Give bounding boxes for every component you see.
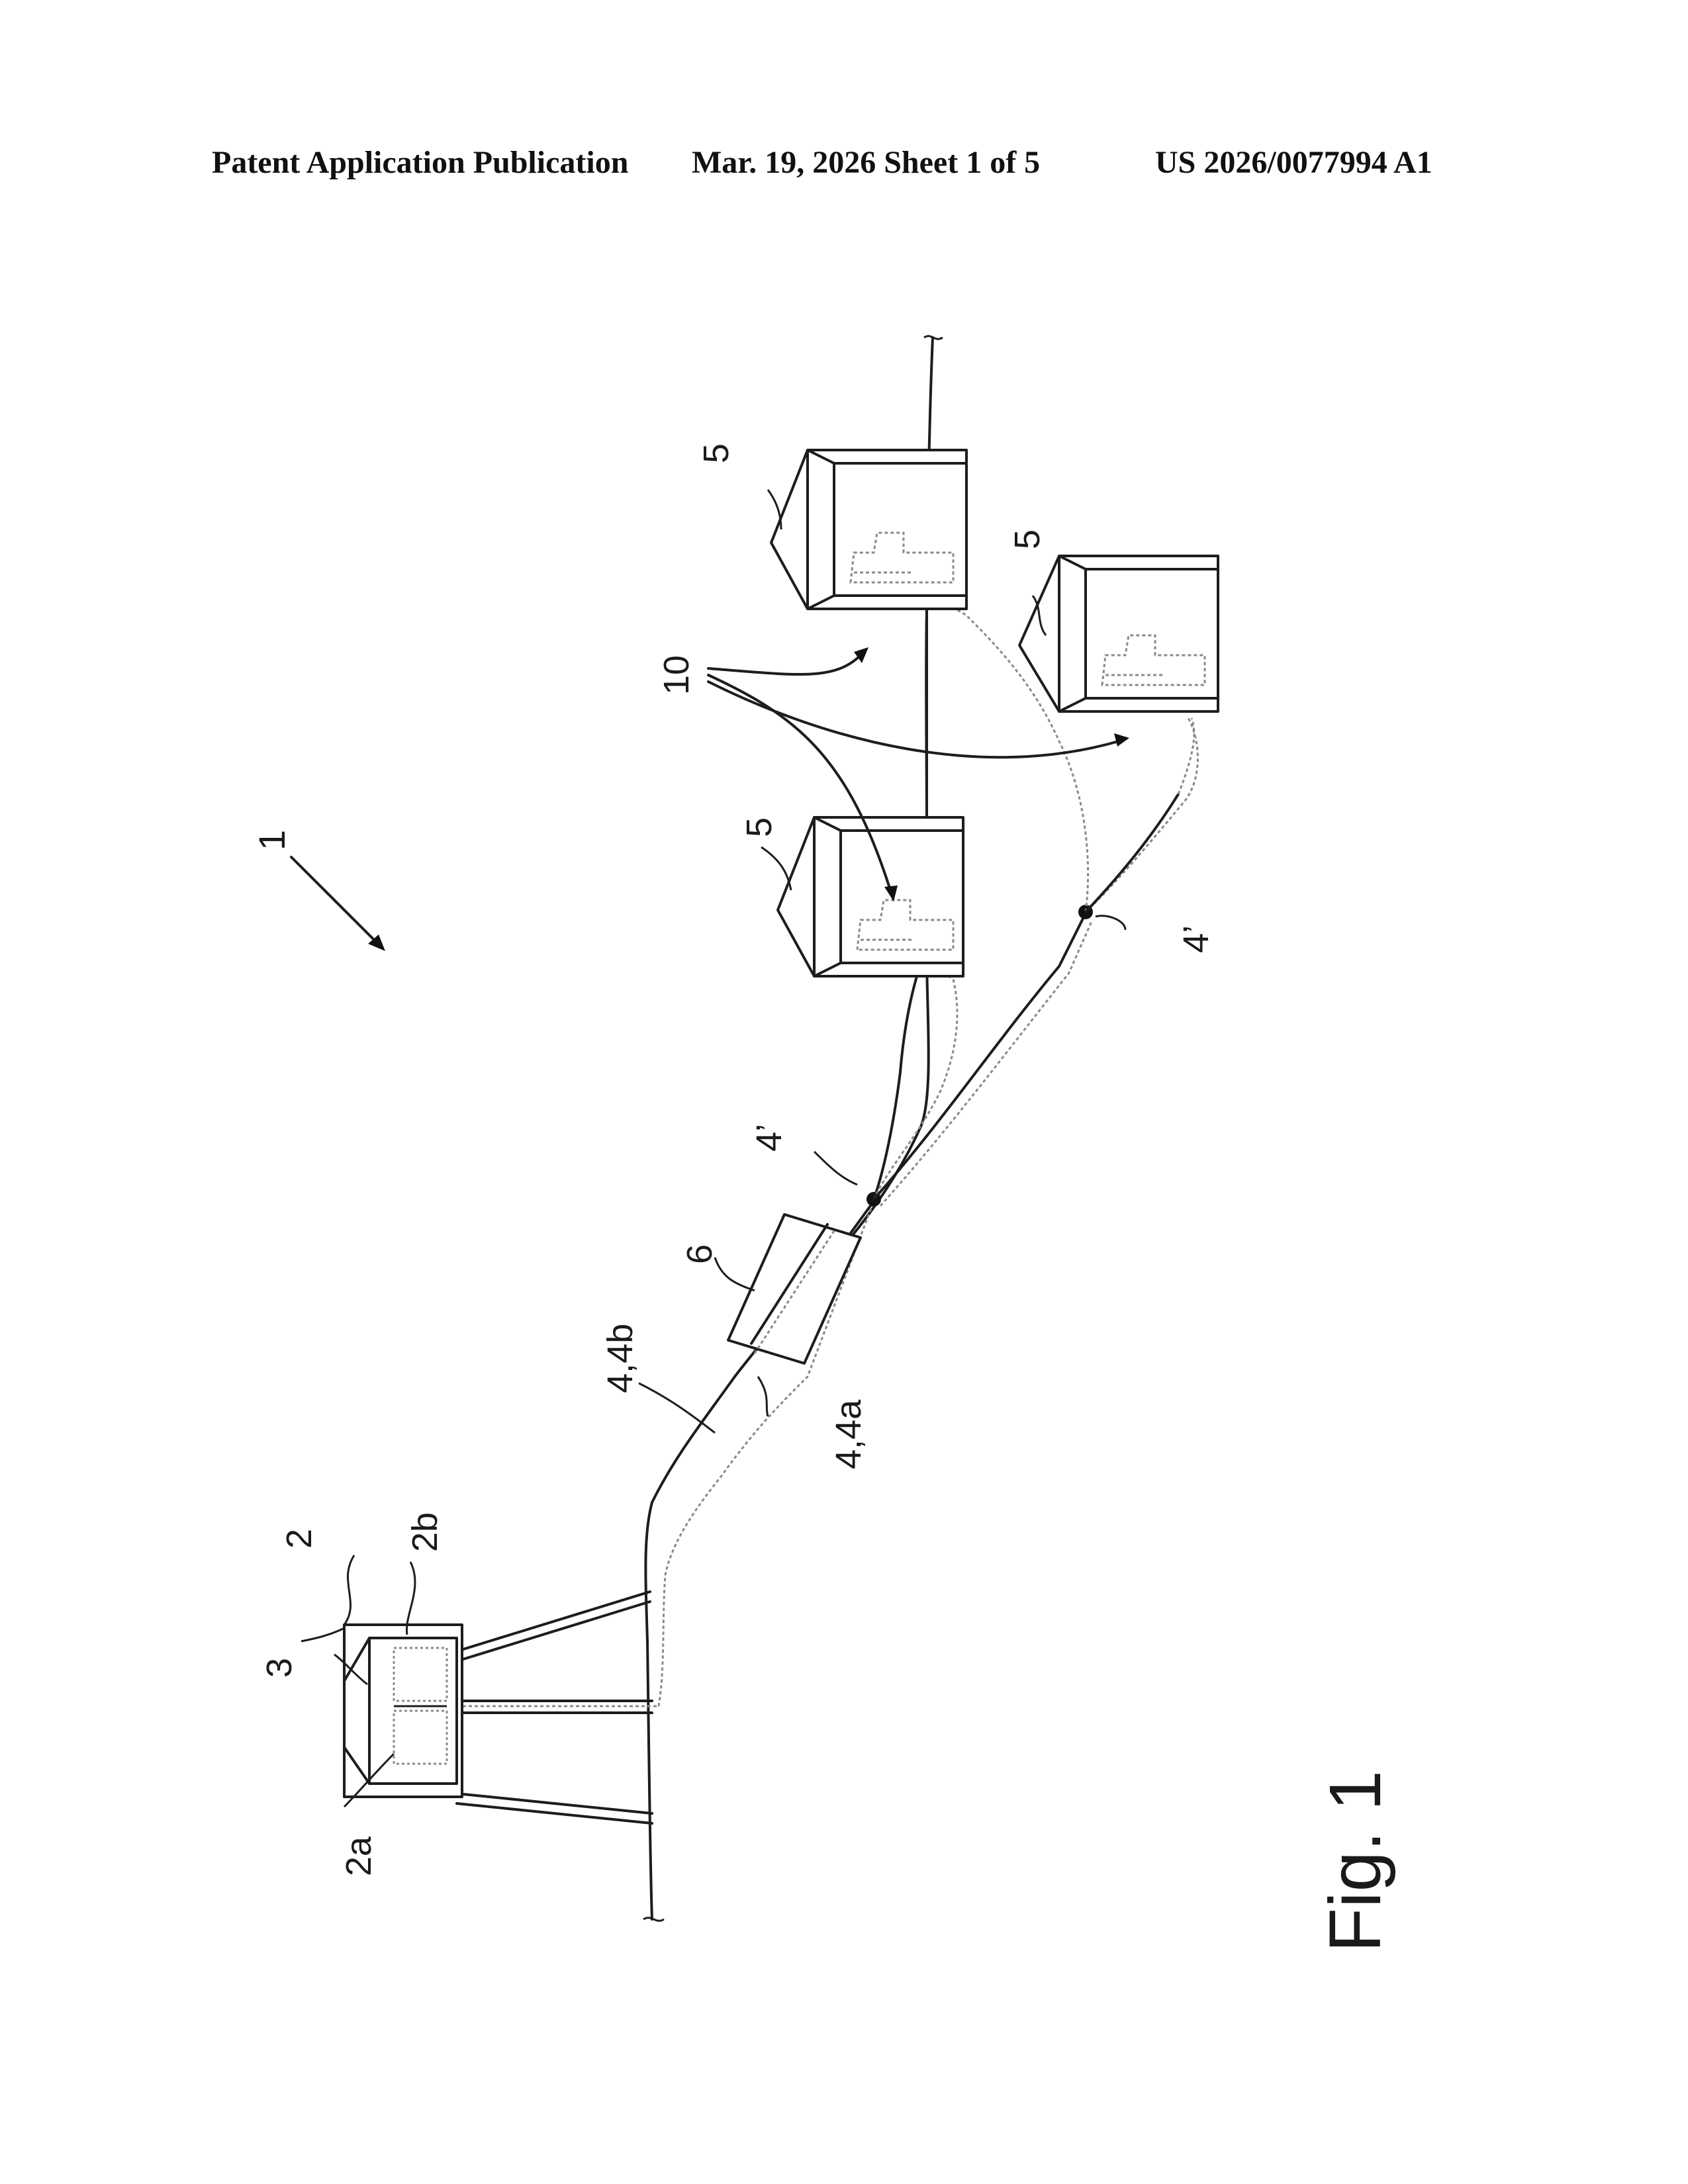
- label-station-part-a: 2a: [339, 1836, 379, 1876]
- system-reference-arrow: [291, 857, 377, 943]
- branch-to-building-1: [874, 976, 917, 1199]
- label-branch-lower: 4’: [749, 1124, 789, 1152]
- building-1: [778, 817, 963, 976]
- terrain-end-bottom: [643, 1918, 664, 1921]
- label-line-4b: 4,4b: [600, 1324, 640, 1393]
- label-branch-upper: 4’: [1176, 925, 1216, 953]
- label-station-roof: 3: [259, 1658, 299, 1678]
- label-building-2: 5: [696, 443, 736, 463]
- figure-caption: Fig. 1: [1315, 1770, 1396, 1952]
- label-building-3: 5: [1008, 529, 1047, 549]
- line-to-building-3: [1178, 718, 1194, 794]
- label-building-1: 5: [739, 817, 779, 837]
- label-system: 1: [251, 830, 293, 850]
- station-support-structure: [457, 1592, 659, 1823]
- label-line-4a: 4,4a: [829, 1399, 868, 1469]
- building-3: [1019, 556, 1218, 711]
- building-2: [771, 450, 966, 609]
- label-unit-6: 6: [680, 1244, 720, 1264]
- station-box: [344, 1625, 462, 1797]
- label-station-part-b: 2b: [405, 1512, 445, 1552]
- label-device-group: 10: [657, 655, 696, 695]
- label-station: 2: [279, 1529, 319, 1549]
